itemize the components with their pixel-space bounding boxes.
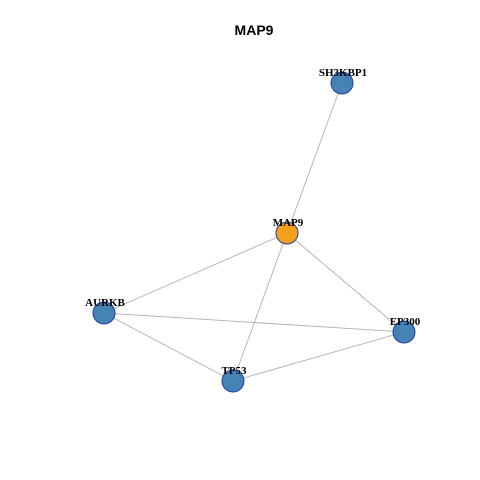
edge-aurkb-ep300 [103, 312, 405, 333]
edge-tp53-ep300 [232, 331, 405, 382]
node-sh3kbp1: SH3KBP1 [319, 67, 367, 95]
edge-map9-sh3kbp1 [286, 82, 343, 234]
node-aurkb: AURKB [85, 297, 126, 325]
node-circle-map9 [275, 221, 299, 245]
node-label-tp53: TP53 [221, 365, 247, 377]
node-label-map9: MAP9 [273, 217, 304, 229]
edge-map9-ep300 [286, 232, 405, 333]
edge-map9-tp53 [232, 232, 288, 382]
node-tp53: TP53 [221, 365, 247, 393]
edge-aurkb-tp53 [103, 312, 234, 382]
node-circle-aurkb [92, 301, 116, 325]
node-map9: MAP9 [273, 217, 304, 245]
node-circle-ep300 [392, 320, 416, 344]
node-circle-tp53 [221, 369, 245, 393]
node-label-ep300: EP300 [390, 316, 421, 328]
node-ep300: EP300 [390, 316, 421, 344]
diagram-title: MAP9 [235, 22, 274, 38]
edges-layer [103, 82, 405, 382]
node-label-aurkb: AURKB [85, 297, 125, 309]
node-circle-sh3kbp1 [330, 71, 354, 95]
node-label-sh3kbp1: SH3KBP1 [319, 67, 367, 79]
edge-map9-aurkb [103, 232, 288, 314]
